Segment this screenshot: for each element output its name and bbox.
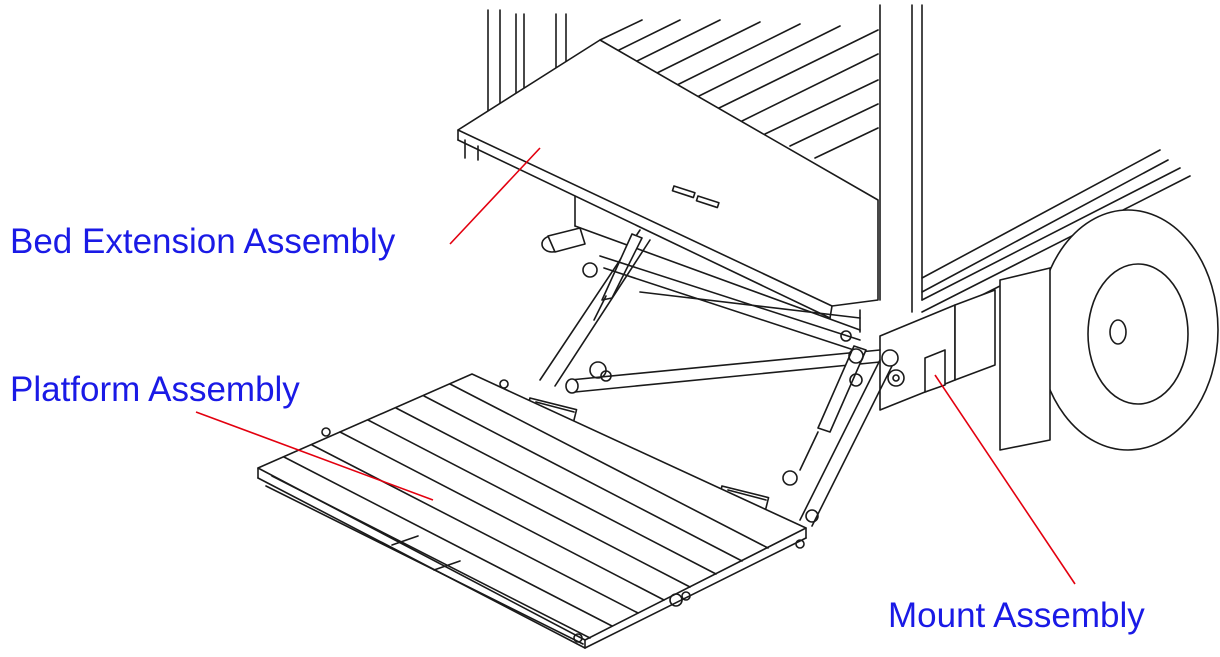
leader-lines <box>195 147 1076 585</box>
platform <box>257 373 807 649</box>
bed-extension-assembly-label: Bed Extension Assembly <box>10 222 396 261</box>
lift-linkage <box>526 227 893 527</box>
leader-line-bed-extension <box>449 147 541 245</box>
leader-line-platform <box>195 411 434 501</box>
leader-line-mount <box>934 374 1076 585</box>
truck-wheel <box>999 209 1219 451</box>
platform-assembly-label: Platform Assembly <box>10 370 300 409</box>
mount-assembly-label: Mount Assembly <box>888 596 1145 635</box>
mount-assembly <box>879 289 996 411</box>
